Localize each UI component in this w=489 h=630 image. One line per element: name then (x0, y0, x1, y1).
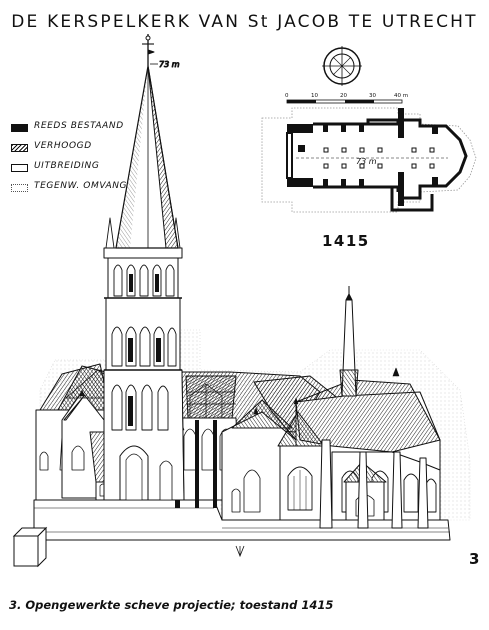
tower-height-label: 73 m (159, 60, 180, 69)
plan-year: 1415 (322, 232, 370, 250)
legend-label: REEDS BESTAAND (34, 121, 124, 131)
church-projection: 73 m (33, 34, 471, 541)
legend-item-existing: REEDS BESTAAND (11, 121, 151, 138)
legend-item-raised: VERHOOGD (11, 141, 151, 158)
scale-tick-label: 0 (285, 93, 289, 99)
figure-caption: 3. Opengewerkte scheve projectie; toesta… (9, 598, 334, 612)
legend: REEDS BESTAAND VERHOOGD UITBREIDING TEGE… (11, 121, 151, 201)
monogram-mark (235, 545, 245, 558)
legend-label: VERHOOGD (34, 141, 92, 151)
legend-label: TEGENW. OMVANG (34, 181, 128, 191)
drawing-title: DE KERSPELKERK VAN St JACOB TE UTRECHT (11, 12, 478, 32)
legend-item-extension: UITBREIDING (11, 161, 151, 178)
scale-tick-label: 20 (340, 93, 347, 99)
reference-cube (12, 526, 48, 568)
plate-number: 3 (469, 550, 480, 568)
scale-bar: 0 10 20 30 40 m (285, 93, 408, 104)
legend-item-current: TEGENW. OMVANG (11, 181, 151, 198)
hatched-swatch (11, 144, 28, 152)
scale-tick-label: 30 (369, 93, 376, 99)
legend-label: UITBREIDING (34, 161, 100, 171)
solid-fill-swatch (11, 124, 28, 132)
scale-tick-label: 40 m (394, 93, 408, 99)
scale-tick-label: 10 (311, 93, 318, 99)
open-swatch (11, 164, 28, 172)
dotted-swatch (11, 184, 28, 192)
tower-plan-detail (322, 46, 362, 86)
floor-plan: 73 m (261, 107, 477, 213)
plan-length-label: 73 m (356, 157, 377, 166)
